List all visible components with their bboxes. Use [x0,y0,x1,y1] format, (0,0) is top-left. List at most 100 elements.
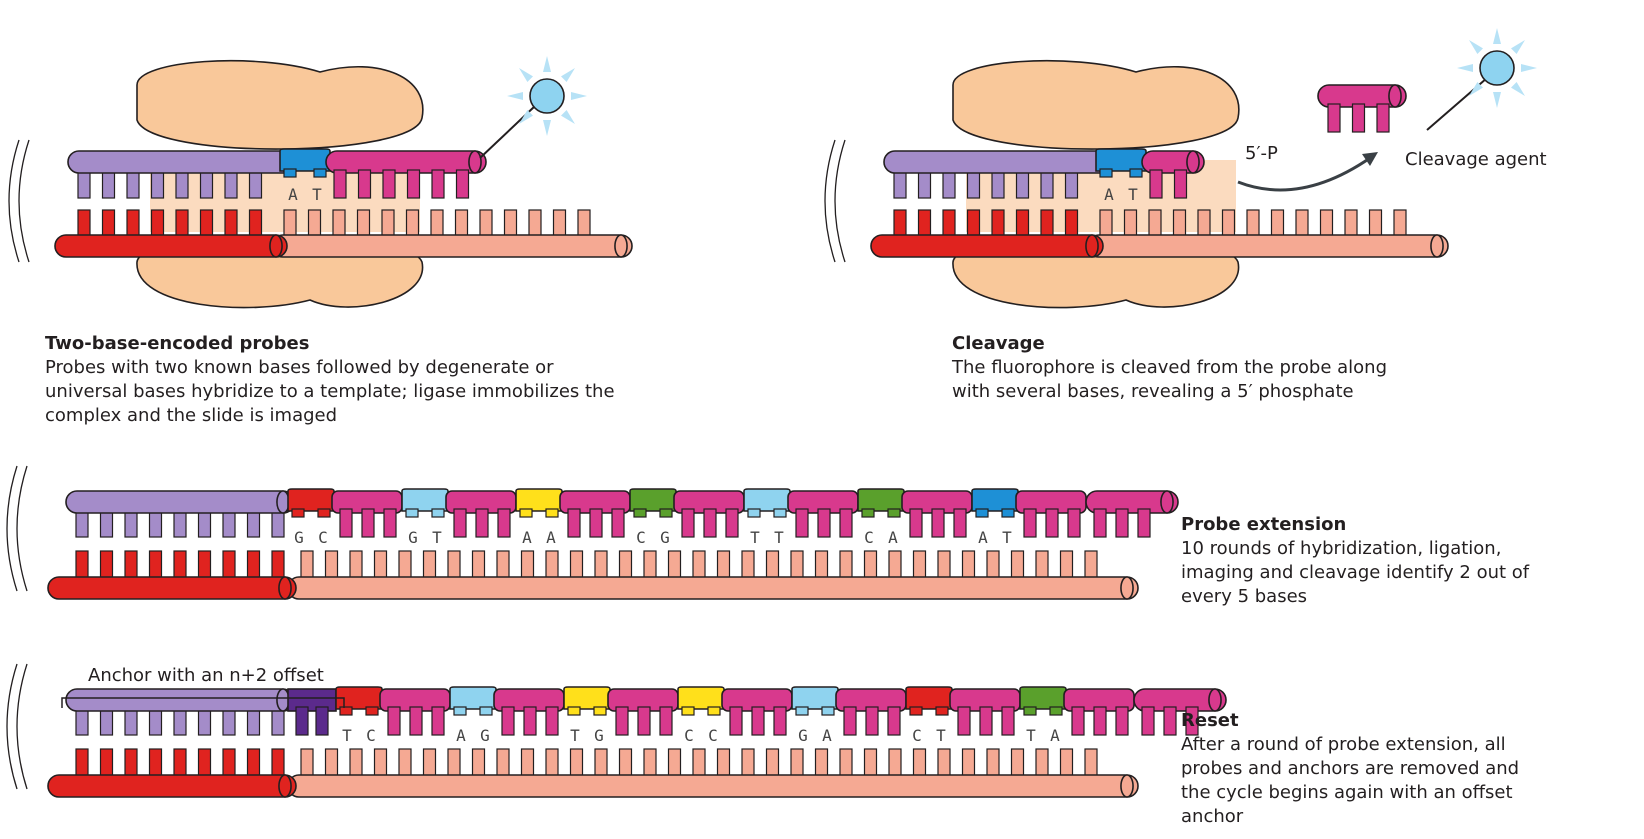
template-tooth-dark [101,209,116,239]
anchor-strand [65,490,295,514]
probe-tooth [843,706,857,736]
template-tooth-light [790,748,804,778]
fluorescence-ray [507,92,523,100]
ligase-top [136,59,424,150]
known-bases-cap [1019,686,1067,710]
template-tooth-light [454,209,469,239]
template-tooth-light [1148,209,1162,239]
template-tooth-dark [246,550,261,580]
probe-tooth [1023,508,1037,538]
fluorescence-ray [1493,28,1501,44]
base-letter: A [978,528,988,547]
fluorescence-ray [543,120,551,136]
template-strand-light [1087,234,1449,258]
template-tooth-light [496,748,510,778]
template-tooth-light [1221,209,1236,239]
template-tooth-light [332,209,346,239]
known-bases-cap-tooth [633,508,647,518]
probe-tooth [339,508,353,538]
template-tooth-light [863,748,878,778]
template-tooth-light [503,209,518,239]
anchor-tooth [175,169,189,199]
known-bases-cap [677,686,725,710]
known-bases-cap-tooth [975,508,989,518]
known-bases-cap [287,488,335,512]
known-bases-cap-tooth [681,706,695,716]
template-tooth-light [349,748,363,778]
known-bases-cap-tooth [747,508,761,518]
template-strand-dark [54,234,288,258]
template-tooth-light [888,748,902,778]
base-letter: C [708,726,718,745]
known-bases-cap-tooth [821,706,835,716]
template-tooth-light [618,748,633,778]
anchor-strand [883,150,1115,174]
strand-break-mark [16,465,28,592]
known-bases-cap-tooth [1049,706,1063,716]
template-tooth-light [577,209,591,239]
template-strand-light-end [614,234,628,258]
anchor-tooth [1064,169,1079,199]
template-strand-dark-end [278,576,292,600]
template-tooth-light [300,550,314,580]
template-tooth-dark [222,748,236,778]
base-letter: A [288,185,298,204]
known-bases-cap-tooth [479,706,493,716]
template-tooth-dark [197,550,212,580]
template-tooth-light [1084,550,1098,580]
cleavage-title: Cleavage [952,333,1045,354]
fluorescence-ray [1511,82,1525,96]
probe-tooth [1071,706,1085,736]
template-tooth-light [496,550,510,580]
probe-tooth [1045,508,1059,538]
template-tooth-light [937,748,951,778]
template-tooth-light [1172,209,1187,239]
fluorescence-ray [1493,92,1501,108]
extension-caption: Probe extension 10 rounds of hybridizati… [1181,513,1529,609]
probe-tooth [887,706,901,736]
template-strand-light [271,234,633,258]
probe-tooth [817,508,831,538]
template-strand-light [287,774,1139,798]
base-letter: T [1128,185,1138,204]
template-tooth-light [1123,209,1138,239]
base-letter: T [570,726,580,745]
template-tooth-dark [246,748,261,778]
template-tooth-light [765,748,780,778]
fluorescence-ray [571,92,587,100]
template-tooth-light [447,748,461,778]
template-tooth-light [422,550,437,580]
template-tooth-light [324,748,339,778]
known-bases-cap-tooth [887,508,901,518]
template-tooth-light [545,748,559,778]
template-strand-light-end [1430,234,1444,258]
template-strand-dark [47,774,297,798]
template-tooth-light [1035,748,1049,778]
reset-description: After a round of probe extension, all pr… [1181,734,1520,827]
probe-tooth [773,706,787,736]
fluorophore [529,78,565,114]
fluorescence-ray [1469,82,1483,96]
base-letter: A [546,528,556,547]
known-bases-cap-tooth [1129,168,1143,178]
known-bases-cap [563,686,611,710]
base-letter: T [342,726,352,745]
fluorescence-ray [561,110,575,124]
template-tooth-light [356,209,371,239]
base-letter: C [318,528,328,547]
template-tooth-light [863,550,878,580]
template-tooth-dark [124,550,138,580]
base-letter: T [936,726,946,745]
template-tooth-light [741,748,755,778]
template-strand-dark-end [278,774,292,798]
probe-tooth [523,706,537,736]
template-tooth-dark [75,550,89,580]
template-tooth-light [528,209,542,239]
probe-tooth [501,706,515,736]
strand-break-mark [16,663,28,790]
template-tooth-dark [75,748,89,778]
probe-terminal-end [1160,490,1174,514]
template-tooth-light [1059,748,1074,778]
template-tooth-light [765,550,780,580]
anchor-tooth [1015,169,1030,199]
